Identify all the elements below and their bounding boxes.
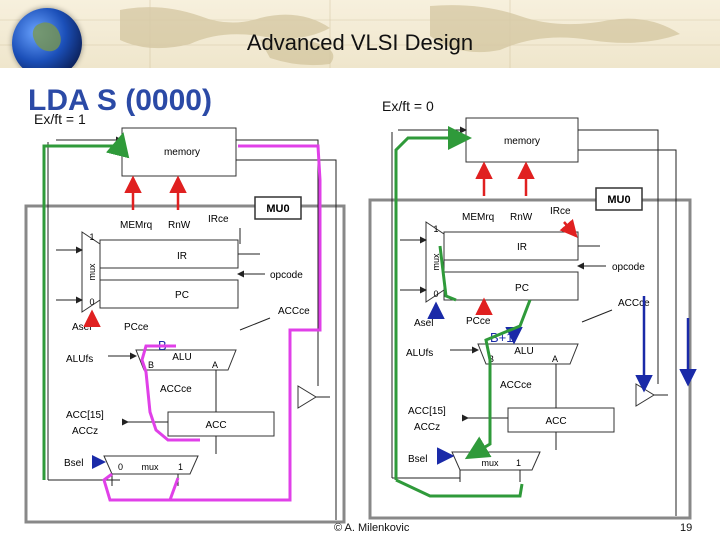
right-bottom-mux-1: 1: [516, 458, 521, 468]
right-green-path: [394, 126, 472, 480]
left-accce-right-label: ACCce: [278, 306, 310, 317]
left-memory-label: memory: [164, 147, 200, 158]
right-opcode-label: opcode: [612, 262, 645, 273]
right-datapath: memory MU0 MEMrq RnW IRce IR opcode PC A…: [368, 117, 697, 520]
left-pc-label: PC: [175, 290, 189, 301]
left-ir-block: [99, 239, 239, 269]
right-pc-label: PC: [515, 283, 529, 294]
left-ir-label: IR: [177, 251, 187, 262]
right-acc-block: [507, 407, 615, 433]
left-side-mux-0: 0: [89, 297, 94, 307]
right-memory-block: [465, 117, 579, 163]
left-alu-b-port: B: [148, 360, 154, 370]
right-accce-right-label: ACCce: [618, 298, 650, 309]
right-acc-label: ACC: [545, 416, 566, 427]
left-outer-frame: [24, 204, 346, 524]
left-opcode-label: opcode: [270, 270, 303, 281]
right-bottom-mux-label: mux: [481, 458, 499, 468]
left-rnw-label: RnW: [168, 220, 191, 231]
left-tristate-buffer: [297, 385, 317, 409]
title-banner: Advanced VLSI Design: [0, 0, 720, 68]
left-bottom-mux: [103, 455, 199, 475]
right-condition: Ex/ft = 0: [382, 98, 434, 114]
left-accce-alu-label: ACCce: [160, 384, 192, 395]
right-green-path-4: [395, 478, 524, 498]
left-acc-label: ACC: [205, 420, 226, 431]
left-alu-a-port: A: [212, 360, 218, 370]
right-memory-label: memory: [504, 136, 540, 147]
right-asel-label: Asel: [414, 318, 433, 329]
right-mu0-box: [595, 187, 643, 211]
right-mu0-label: MU0: [607, 194, 630, 206]
left-bottom-mux-0: 0: [118, 462, 123, 472]
left-pcce-label: PCce: [124, 322, 149, 333]
right-rnw-label: RnW: [510, 212, 533, 223]
right-bsel-label: Bsel: [408, 454, 427, 465]
left-asel-label: Asel: [72, 322, 91, 333]
right-ir-block: [443, 231, 579, 261]
left-green-path: [42, 132, 130, 480]
left-magenta-path-2: [140, 344, 200, 442]
right-accz-label: ACCz: [414, 422, 440, 433]
right-ir-label: IR: [517, 242, 527, 253]
left-magenta-path: [102, 144, 322, 502]
left-condition: Ex/ft = 1: [34, 111, 86, 127]
left-acc15-label: ACC[15]: [66, 410, 104, 421]
left-side-mux-label: mux: [87, 263, 97, 281]
left-irce-label: IRce: [208, 214, 229, 225]
left-mu0-label: MU0: [266, 203, 289, 215]
right-pcce-label: PCce: [466, 316, 491, 327]
right-alu-a-port: A: [552, 354, 558, 364]
left-bottom-mux-label: mux: [141, 462, 159, 472]
globe-icon: [12, 8, 82, 68]
slide-title: Advanced VLSI Design: [246, 30, 474, 55]
right-memrq-label: MEMrq: [462, 212, 494, 223]
left-datapath: memory MU0 MEMrq RnW IRce IR opcode PC A…: [24, 127, 346, 524]
left-side-mux-1: 1: [89, 232, 94, 242]
left-pc-block: [99, 279, 239, 309]
right-accce-alu-label: ACCce: [500, 380, 532, 391]
left-memrq-label: MEMrq: [120, 220, 152, 231]
right-side-mux-0: 0: [433, 289, 438, 299]
left-side-mux: [81, 231, 101, 313]
right-acc15-label: ACC[15]: [408, 406, 446, 417]
right-side-mux-label: mux: [431, 253, 441, 271]
left-mu0-box: [254, 196, 302, 220]
left-alufs-label: ALUfs: [66, 354, 93, 365]
left-acc-block: [167, 411, 275, 437]
left-bottom-mux-1: 1: [178, 462, 183, 472]
right-green-path-2: [438, 245, 457, 302]
left-accz-label: ACCz: [72, 426, 98, 437]
world-map-background: [0, 0, 720, 68]
right-irce-label: IRce: [550, 206, 571, 217]
left-bsel-label: Bsel: [64, 458, 83, 469]
copyright: © A. Milenkovic: [334, 522, 410, 534]
slide-heading: LDA S (0000): [28, 84, 212, 117]
left-alu-label: ALU: [172, 352, 191, 363]
right-side-mux-1: 1: [433, 224, 438, 234]
right-alufs-label: ALUfs: [406, 348, 433, 359]
right-green-path-3: [464, 299, 532, 460]
right-pc-block: [443, 271, 579, 301]
left-alu: [135, 349, 237, 371]
right-alu: [477, 343, 579, 365]
right-alu-label: ALU: [514, 346, 533, 357]
page-number: 19: [680, 522, 693, 534]
right-outer-frame: [368, 198, 692, 520]
